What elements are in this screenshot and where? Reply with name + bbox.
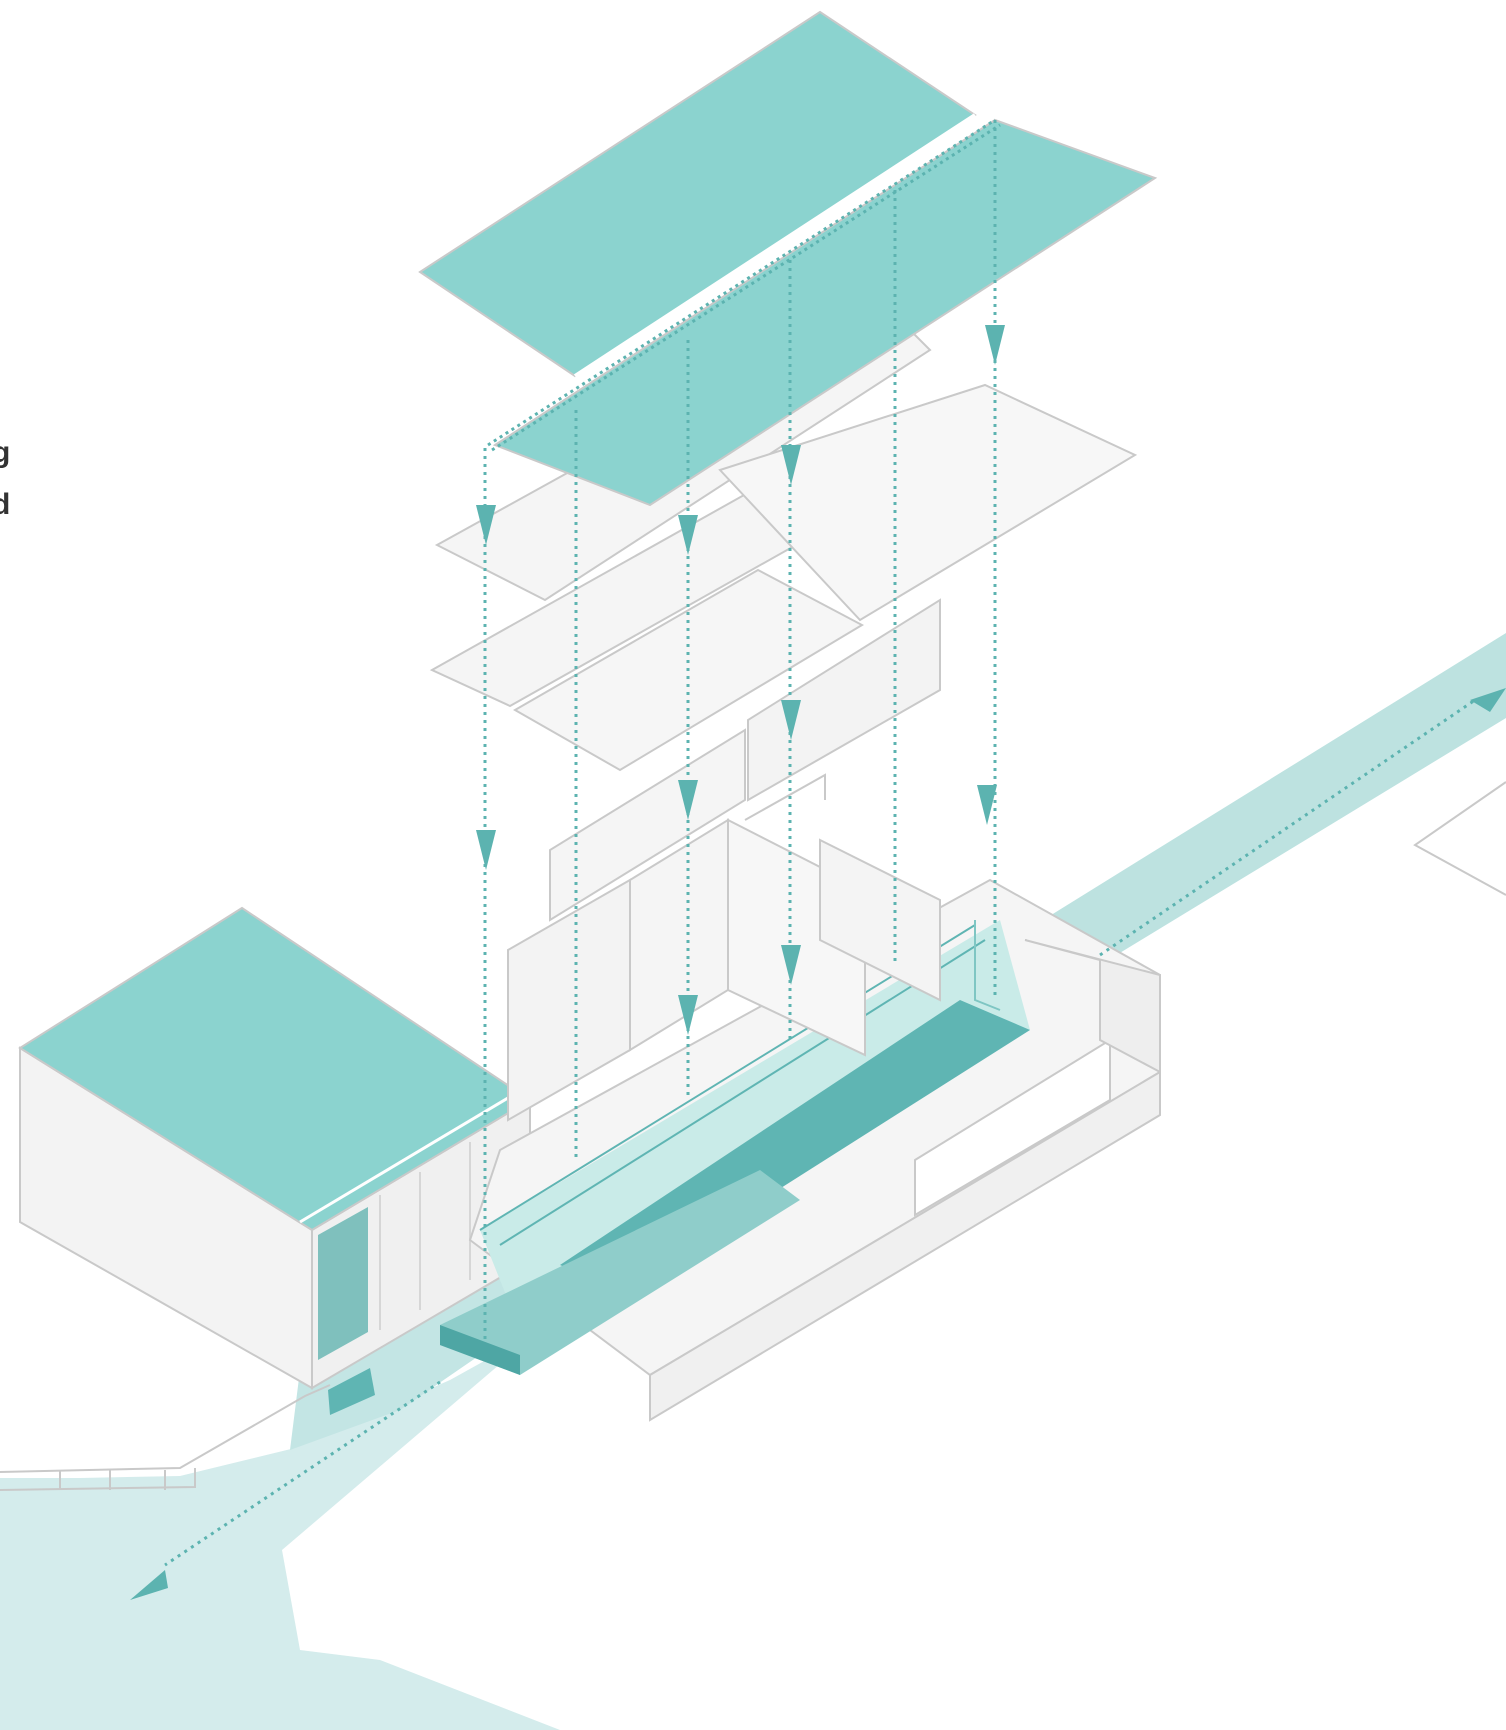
caption-line-1: g <box>0 438 10 468</box>
water-channel-upper <box>1035 633 1506 965</box>
adjacent-building-outline <box>1415 782 1506 895</box>
caption-line-2: d <box>0 490 10 520</box>
water-body <box>0 1330 560 1730</box>
